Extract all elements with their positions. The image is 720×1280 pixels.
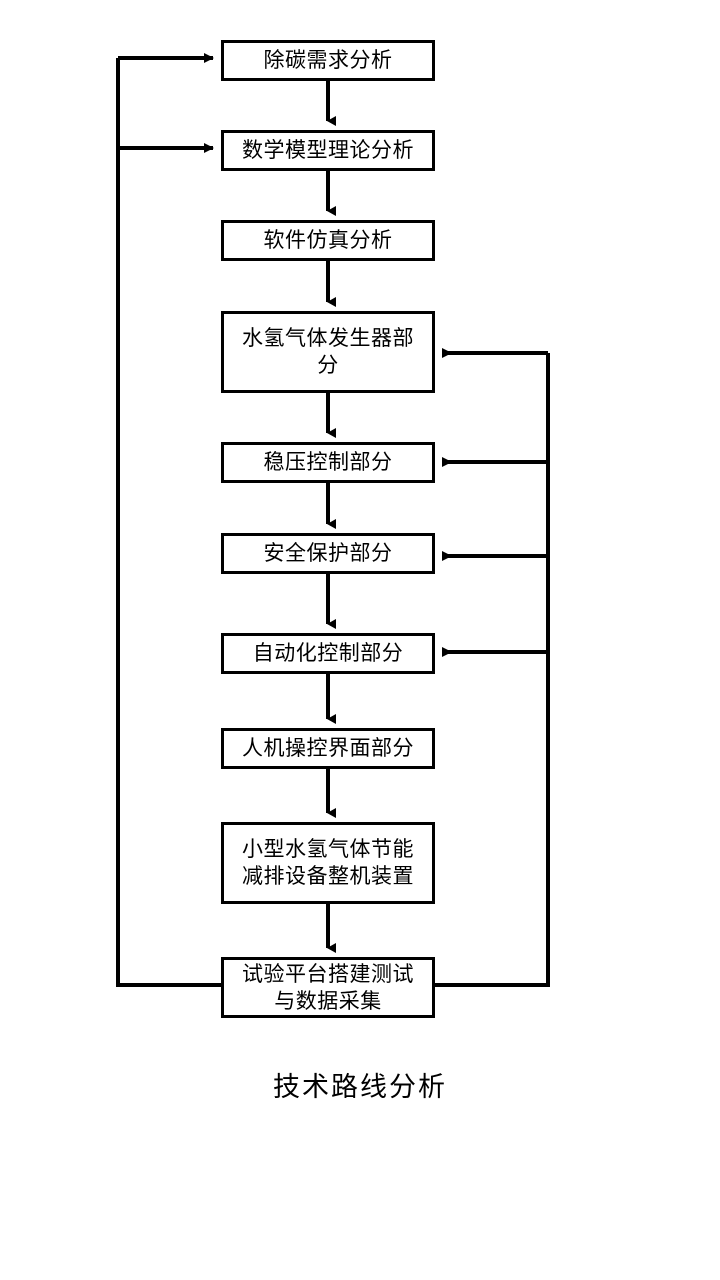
node-decarbonization-demand-analysis[interactable]: 除碳需求分析	[221, 40, 435, 81]
node-hydrogen-gas-generator-section[interactable]: 水氢气体发生器部 分	[221, 311, 435, 393]
node-label: 除碳需求分析	[263, 48, 393, 73]
node-label: 稳压控制部分	[263, 450, 393, 475]
node-label: 安全保护部分	[263, 541, 393, 566]
node-pressure-stabilization-control-section[interactable]: 稳压控制部分	[221, 442, 435, 483]
node-test-platform-setup-and-data-acquisition[interactable]: 试验平台搭建测试 与数据采集	[221, 957, 435, 1018]
node-mathematical-model-theory-analysis[interactable]: 数学模型理论分析	[221, 130, 435, 171]
diagram-caption: 技术路线分析	[273, 1072, 447, 1103]
node-automation-control-section[interactable]: 自动化控制部分	[221, 633, 435, 674]
edge-feedback-right-bus	[435, 353, 550, 987]
node-label: 小型水氢气体节能 减排设备整机装置	[242, 837, 414, 888]
node-compact-energy-saving-equipment-assembly[interactable]: 小型水氢气体节能 减排设备整机装置	[221, 822, 435, 904]
node-label: 自动化控制部分	[252, 641, 404, 666]
node-safety-protection-section[interactable]: 安全保护部分	[221, 533, 435, 574]
node-label: 软件仿真分析	[263, 228, 393, 253]
node-software-simulation-analysis[interactable]: 软件仿真分析	[221, 220, 435, 261]
node-label: 水氢气体发生器部 分	[242, 326, 414, 377]
edge-feedback-left-bus	[116, 58, 221, 987]
node-human-machine-interface-section[interactable]: 人机操控界面部分	[221, 728, 435, 769]
node-label: 人机操控界面部分	[242, 736, 414, 761]
node-label: 数学模型理论分析	[242, 138, 414, 163]
node-label: 试验平台搭建测试 与数据采集	[242, 961, 414, 1013]
